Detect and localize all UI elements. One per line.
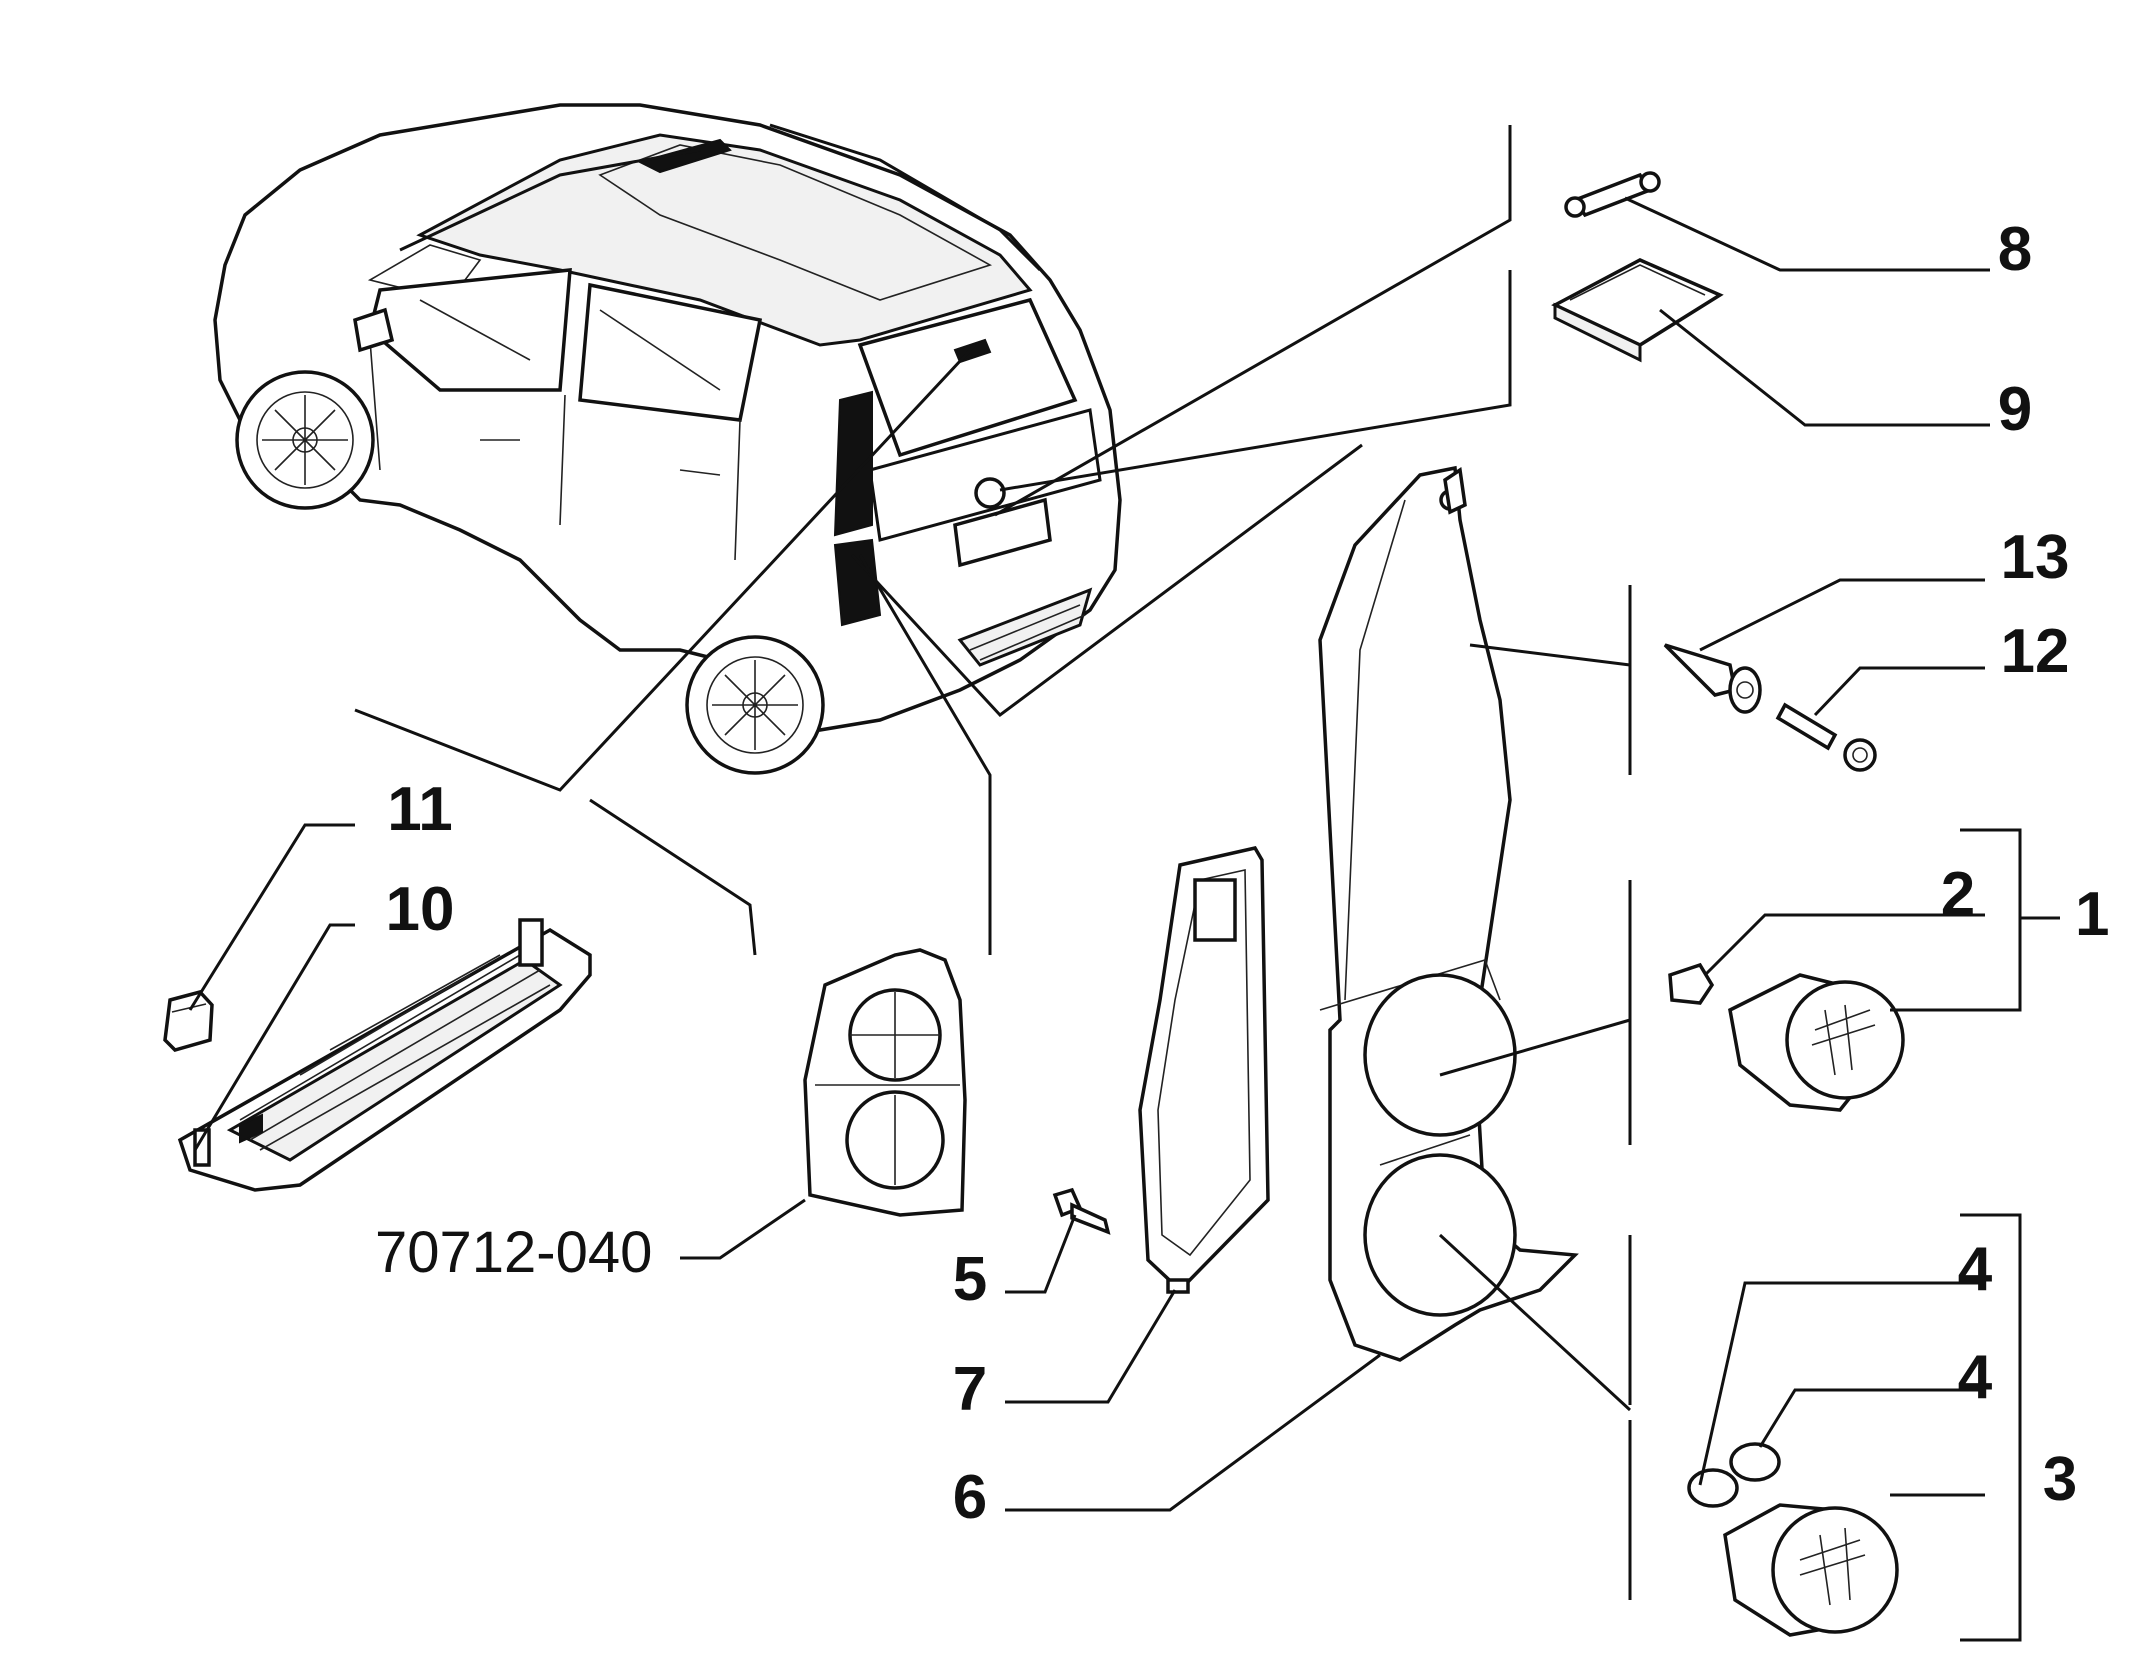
callout-6: 6 [953,1463,987,1532]
plate-light-lens [1551,258,1724,363]
callout-13: 13 [2001,523,2070,592]
tail-lamp-lens [803,948,967,1217]
wedge-bulb-2 [1668,962,1715,1005]
callout-4-lower: 4 [1958,1343,1993,1412]
bulb-holder-clip [163,990,214,1052]
screw-5 [1052,1187,1111,1235]
callout-12: 12 [2001,617,2070,686]
high-brake-light-assembly [177,918,592,1192]
screw-12 [1775,702,1877,772]
callout-1: 1 [2075,880,2109,949]
callout-8: 8 [1998,215,2032,284]
bulb-4-lower [1729,1442,1781,1482]
festoon-bulb [1564,171,1661,218]
lamp-gasket [1138,846,1270,1294]
callout-leaders [188,196,2060,1642]
bulb-4-upper [1687,1468,1739,1508]
callout-4-upper: 4 [1958,1235,1993,1304]
car-leader-lines [354,125,1512,956]
callout-7: 7 [953,1355,987,1424]
reversing-lamp-unit [1728,973,1905,1112]
callout-2: 2 [1941,860,1975,929]
car-illustration [213,103,1122,775]
callout-labels: 70712-040 1 2 3 4 4 5 6 7 8 9 10 11 12 1… [375,215,2109,1532]
callout-5: 5 [953,1245,987,1314]
part-number-label: 70712-040 [375,1220,652,1285]
callout-3: 3 [2043,1445,2077,1514]
callout-9: 9 [1998,375,2032,444]
callout-10: 10 [386,875,455,944]
callout-11: 11 [387,775,453,844]
stop-lamp-unit [1723,1503,1899,1637]
tail-lamp-housing [1318,465,1579,1362]
expansion-clip [1663,643,1762,714]
